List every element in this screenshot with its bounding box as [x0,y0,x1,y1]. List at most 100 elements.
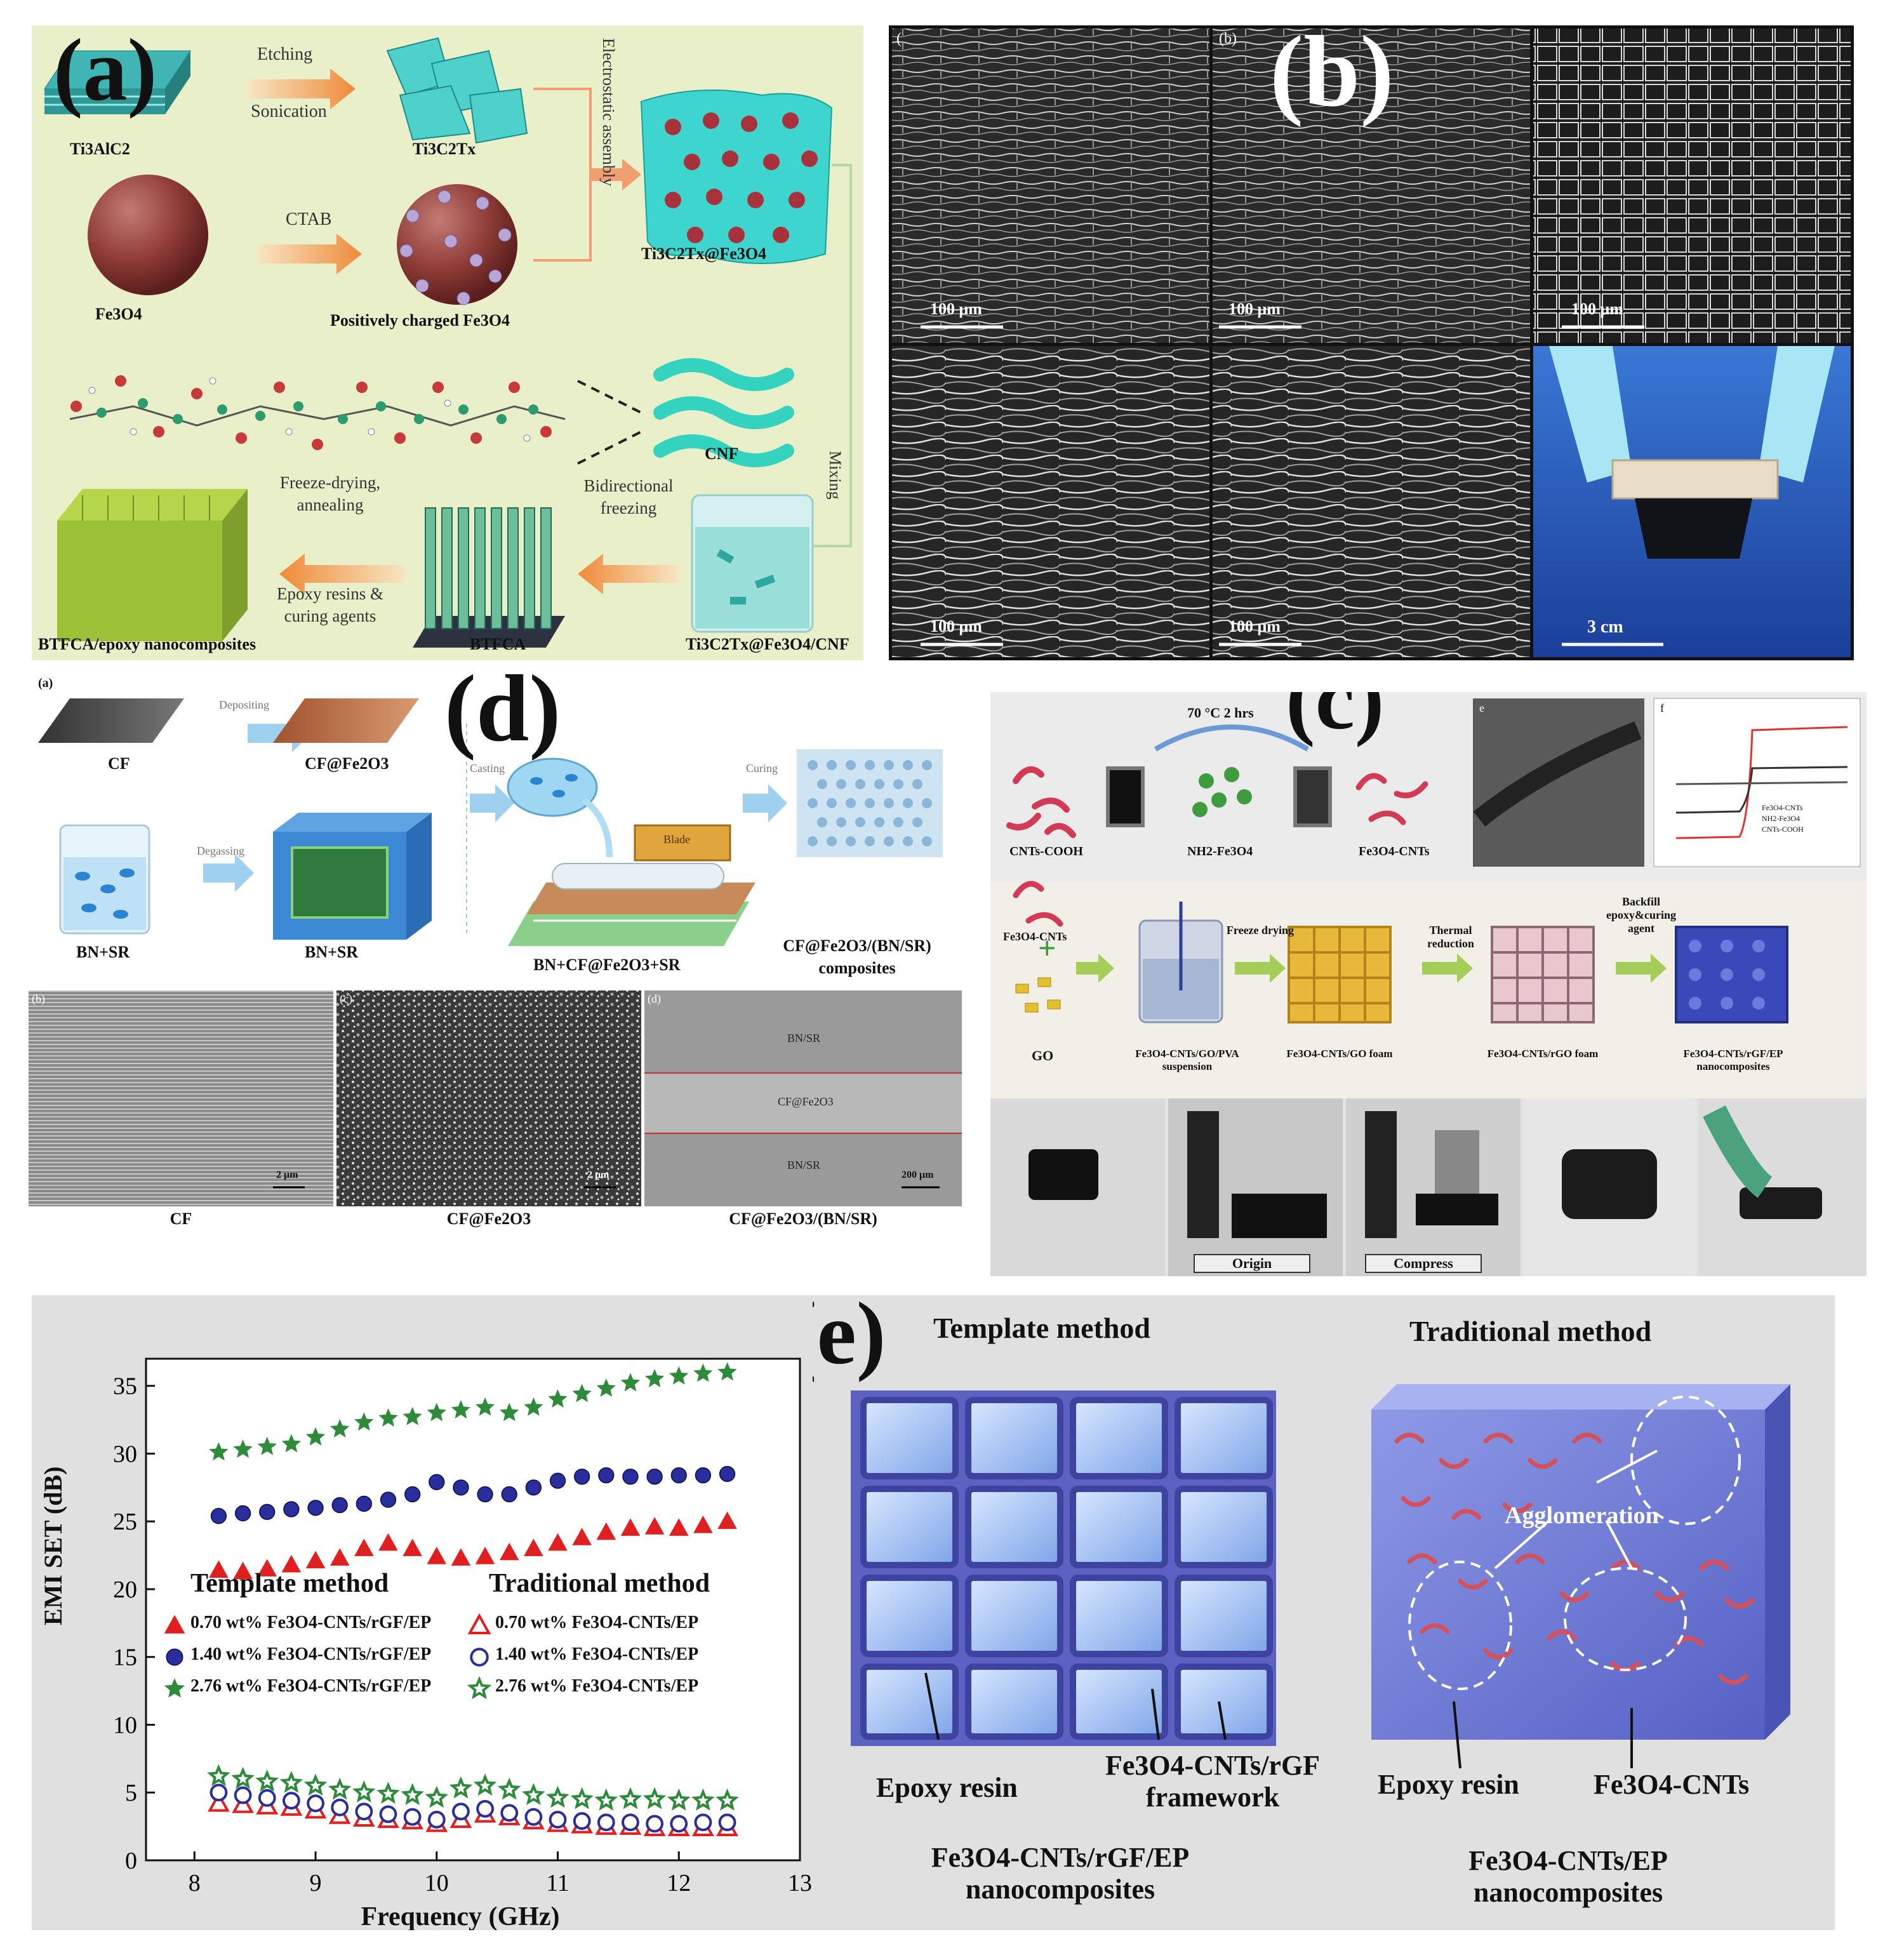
data-point-series-2 [477,1486,493,1503]
scale-bar-cm: 3 cm [1587,617,1623,637]
panel-d-schematic [29,698,962,1206]
data-point-series-6 [497,1777,521,1800]
btfca-label: BTFCA [470,635,526,653]
data-point-series-3 [403,1406,422,1425]
data-point-series-2 [356,1495,372,1512]
cf-label: CF [108,754,130,773]
data-point-series-5 [403,1808,422,1826]
pos-fe3o4-label: Positively charged Fe3O4 [330,311,510,330]
etching-arrow-icon [248,69,356,109]
fe3o4-cnts-icon [1355,773,1428,825]
data-point-series-3 [209,1442,229,1461]
legend-label-1: 0.70 wt% Fe3O4-CNTs/rGF/EP [190,1613,432,1632]
data-point-series-3 [451,1400,471,1419]
data-point-series-1 [427,1547,447,1564]
layer-top: BN/SR [787,1032,821,1044]
mxene-fe3o4-sheet-icon [640,90,833,264]
annealing-step: annealing [296,495,364,514]
scale-bar-4: 100 μm [930,617,982,636]
data-point-series-1 [693,1516,713,1533]
rgo-foam-label: Fe3O4-CNTs/rGO foam [1487,1048,1599,1060]
bidirectional-step: Bidirectional [583,476,674,495]
fe3o4-sphere-icon [88,175,208,295]
casting-step: Casting [470,762,505,775]
x-tick-label: 12 [667,1870,691,1897]
data-point-series-1 [329,1548,350,1566]
data-point-series-5 [427,1811,446,1829]
data-point-series-3 [354,1412,374,1431]
data-point-series-1 [281,1554,302,1573]
legend-marker-4 [467,1613,491,1634]
data-point-series-1 [669,1518,689,1536]
panel-b-label: (b) [1270,25,1394,128]
y-tick-label: 0 [125,1848,137,1874]
fe3o4-cnts-label-2: Fe3O4-CNTs [1003,930,1067,943]
go-label: GO [1032,1048,1054,1063]
data-point-series-1 [717,1511,737,1530]
data-point-series-5 [379,1805,397,1823]
legend-group-traditional: Traditional method [489,1569,710,1598]
data-point-series-6 [546,1785,569,1808]
sem-tag-c: (c) [340,992,352,1005]
data-point-series-5 [524,1808,543,1826]
data-point-series-4 [208,1792,230,1812]
sem-tag-d: (d) [648,992,661,1005]
mix-label: Ti3C2Tx@Fe3O4/CNF [686,635,849,653]
data-point-series-2 [331,1497,348,1514]
mag-legend-1: Fe3O4-CNTs [1762,803,1803,812]
panel-d-label: (d) [444,673,561,761]
depositing-step: Depositing [219,698,269,711]
legend-label-5: 1.40 wt% Fe3O4-CNTs/EP [495,1644,699,1664]
data-point-series-3 [693,1363,713,1382]
x-tick-label: 9 [310,1870,322,1897]
data-point-series-1 [475,1547,495,1564]
x-tick-label: 11 [546,1870,569,1897]
reaction-arrow [1154,724,1310,752]
data-point-series-1 [403,1538,422,1556]
fe3o4-label: Fe3O4 [95,305,142,323]
etching-step: Etching [257,44,313,64]
bn-sr-label: BN+SR [76,943,130,961]
data-point-series-6 [328,1777,352,1800]
legend-label-2: 1.40 wt% Fe3O4-CNTs/rGF/EP [190,1644,432,1664]
data-point-series-1 [209,1560,229,1578]
epoxy-cube-icon [57,489,248,641]
data-point-series-6 [255,1769,279,1792]
data-point-series-5 [718,1813,736,1832]
mixing-connector [794,164,852,547]
data-point-series-3 [305,1427,326,1446]
panel-e-illustration [851,1384,1790,1769]
comp-right-2: nanocomposites [1473,1877,1663,1908]
nanocomp-label: Fe3O4-CNTs/rGF/EP nanocomposites [1683,1048,1783,1072]
data-point-series-1 [233,1561,253,1580]
traditional-method-title: Traditional method [1409,1315,1652,1347]
sem-caption-2: CF@Fe2O3 [446,1210,531,1228]
legend-marker-1 [164,1615,185,1634]
data-point-series-1 [620,1518,641,1536]
data-point-series-6 [303,1773,328,1796]
sem-scale-2: 2 μm [587,1170,609,1180]
framework-label-1: Fe3O4-CNTs/rGF [1105,1750,1321,1781]
data-point-series-1 [305,1550,326,1569]
cf-mesh-icon [38,698,184,743]
data-point-series-2 [453,1479,469,1496]
data-point-series-6 [716,1788,739,1811]
data-point-series-2 [210,1508,227,1524]
template-method-title: Template method [933,1312,1151,1344]
data-point-series-1 [378,1533,398,1551]
data-point-series-5 [549,1811,567,1829]
scale-bar-2: 100 μm [1228,300,1281,318]
data-point-series-6 [570,1787,594,1810]
legend-group-template: Template method [190,1569,389,1598]
sonication-step: Sonication [251,102,327,121]
data-point-series-3 [281,1434,302,1453]
comp-left-2: nanocomposites [965,1874,1155,1905]
panel-c-schematic: + [990,692,1867,1276]
data-point-series-5 [476,1799,494,1818]
data-point-series-5 [573,1812,591,1830]
data-point-series-2 [574,1469,590,1485]
data-point-series-2 [283,1501,300,1517]
ti3c2tx-flakes-icon [386,37,528,144]
panel-a-label: (a) [53,25,157,119]
